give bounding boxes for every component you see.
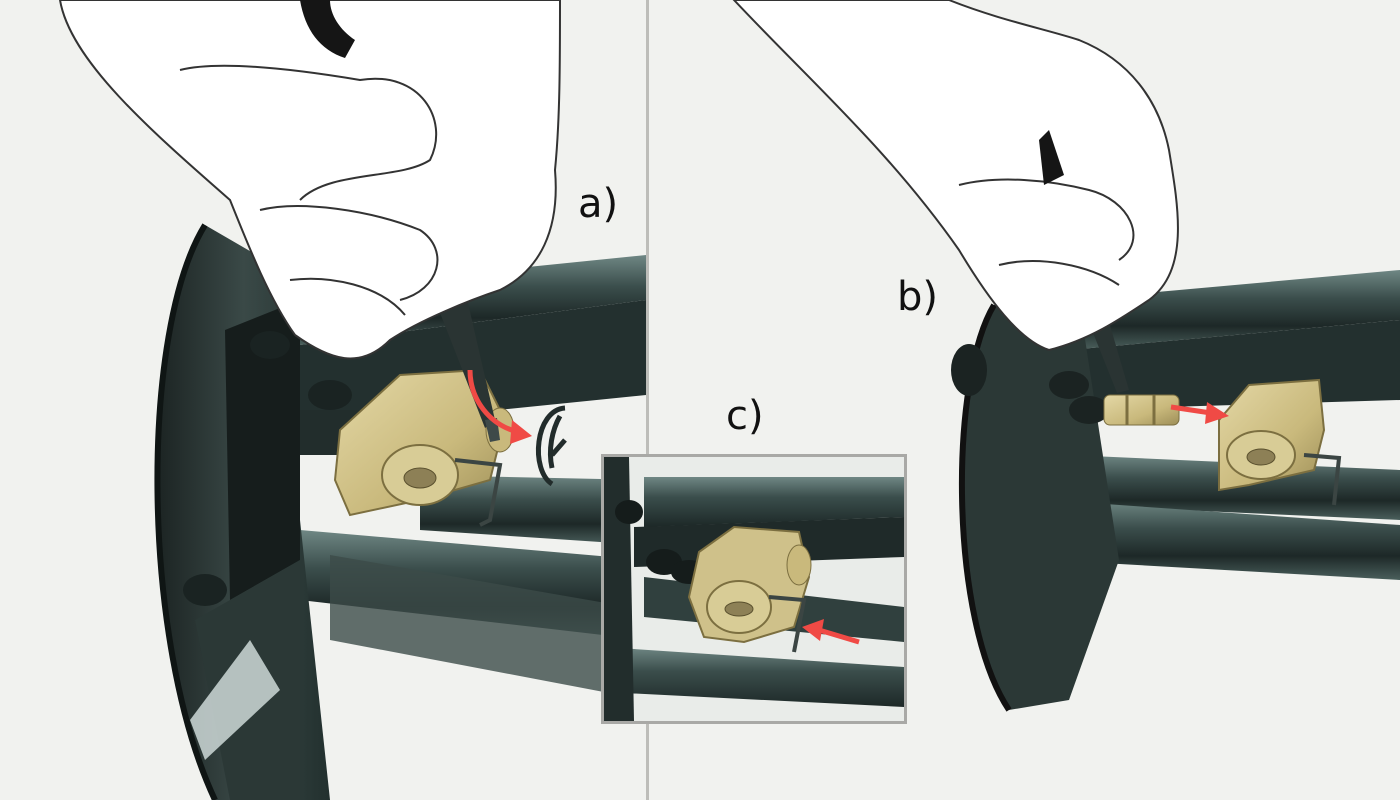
step-label-b: b) (897, 274, 938, 320)
inset-c-illustration (604, 457, 904, 721)
panel-divider (646, 0, 649, 800)
reel-disc (154, 223, 330, 800)
red-arrow-icon (802, 619, 860, 645)
gloved-hand (58, 0, 561, 360)
gloved-hand-b (732, 0, 1179, 352)
panel-a-illustration (58, 0, 646, 800)
panel-b: b) (649, 0, 1400, 800)
reel-disc-b (951, 300, 1119, 712)
inset-c (601, 454, 907, 724)
e-clip-icon (536, 405, 567, 487)
panel-b-illustration (732, 0, 1400, 712)
step-label-a: a) (578, 181, 619, 227)
brass-connector (1103, 394, 1180, 426)
red-arrow-icon (467, 369, 532, 444)
brass-coupling-b (1218, 378, 1342, 506)
panel-a: a) (0, 0, 646, 800)
step-label-c: c) (726, 393, 764, 439)
red-arrow-icon (1170, 402, 1229, 424)
brass-coupling-c (687, 525, 812, 653)
reel-tubes-b (1049, 270, 1400, 580)
